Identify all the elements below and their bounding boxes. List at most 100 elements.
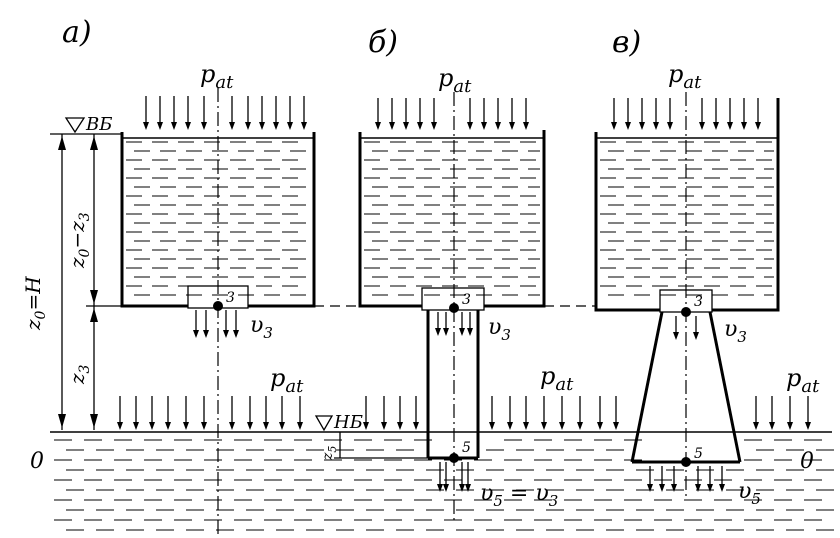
velocity-c-top: υ3	[724, 317, 747, 346]
pressure-arrow-head	[301, 122, 307, 130]
pressure-arrow-head	[297, 422, 303, 430]
outflow-arrow-head	[459, 484, 465, 492]
svg-text:ВБ: ВБ	[85, 114, 112, 135]
tank-c-pressure-arrows	[611, 98, 761, 130]
point-3-c	[681, 307, 691, 317]
outflow-arrow-head	[465, 484, 471, 492]
point-3-b	[449, 303, 459, 313]
point-3-a-label: 3	[226, 290, 235, 306]
pressure-arrow-head	[523, 122, 529, 130]
outflow-arrow-head	[659, 484, 665, 492]
pressure-arrow-head	[727, 122, 733, 130]
pressure-arrow-head	[381, 422, 387, 430]
point-5-c	[681, 457, 691, 467]
panel-c-label: в)	[612, 25, 641, 60]
outflow-arrows-b	[435, 312, 473, 492]
pressure-arrow-head	[597, 422, 603, 430]
point-3-a	[213, 301, 223, 311]
pressure-arrow-head	[143, 122, 149, 130]
point-5-b-label: 5	[462, 440, 471, 456]
diffuser-flow-arrow-head	[673, 332, 679, 340]
tank-a-water-hatching	[122, 137, 314, 296]
pressure-arrow-head	[577, 422, 583, 430]
pressure-arrow-head	[403, 122, 409, 130]
pressure-arrow-head	[133, 422, 139, 430]
pressure-arrow-head	[755, 122, 761, 130]
pressure-arrow-head	[363, 422, 369, 430]
pressure-arrow-head	[397, 422, 403, 430]
pressure-arrow-head	[667, 122, 673, 130]
pipe-flow-arrow-head	[459, 328, 465, 336]
dim-z0-minus-z3: z0−z3	[65, 212, 93, 269]
pressure-arrow-head	[201, 422, 207, 430]
patm-lower-a: pat	[270, 364, 304, 397]
outflow-arrows-a	[193, 310, 239, 338]
patm-lower-b: pat	[540, 362, 574, 395]
datum-zero-right: 0	[800, 449, 814, 474]
pressure-arrow-head	[259, 122, 265, 130]
pipe-flow-arrow-head	[467, 328, 473, 336]
svg-text:НБ: НБ	[333, 412, 363, 433]
outflow-arrows-c	[647, 316, 725, 492]
outflow-arrow-head	[437, 484, 443, 492]
pressure-arrow-head	[263, 422, 269, 430]
pressure-arrow-head	[495, 122, 501, 130]
pressure-arrow-head	[613, 422, 619, 430]
pressure-arrow-head	[183, 422, 189, 430]
pressure-arrow-head	[639, 122, 645, 130]
pressure-arrow-head	[229, 122, 235, 130]
outflow-arrow-head	[707, 484, 713, 492]
pressure-arrow-head	[201, 122, 207, 130]
outflow-arrow-head	[223, 330, 229, 338]
pressure-arrow-head	[523, 422, 529, 430]
outflow-arrow-head	[193, 330, 199, 338]
pressure-arrow-head	[805, 422, 811, 430]
pressure-arrow-head	[157, 122, 163, 130]
tank-a-pressure-arrows	[143, 96, 307, 130]
velocity-b-eq: υ5 = υ3	[480, 481, 558, 510]
outflow-arrow-head	[443, 484, 449, 492]
pressure-arrow-head	[287, 122, 293, 130]
pressure-arrow-head	[171, 122, 177, 130]
diffuser-flow-arrow-head	[693, 332, 699, 340]
point-3-b-label: 3	[462, 292, 471, 308]
pressure-arrow-head	[165, 422, 171, 430]
lower-pressure-arrows	[117, 396, 811, 430]
point-5-c-label: 5	[694, 446, 703, 462]
pressure-arrow-head	[509, 122, 515, 130]
pressure-arrow-head	[741, 122, 747, 130]
pressure-arrow-head	[389, 122, 395, 130]
pressure-arrow-head	[273, 122, 279, 130]
pressure-arrow-head	[375, 122, 381, 130]
datum-zero-left: 0	[30, 449, 44, 474]
pressure-arrow-head	[507, 422, 513, 430]
pressure-arrow-head	[417, 122, 423, 130]
patm-b-label: pat	[438, 64, 472, 97]
pressure-arrow-head	[481, 122, 487, 130]
tank-b-pressure-arrows	[375, 98, 529, 130]
pressure-arrow-head	[245, 122, 251, 130]
outflow-arrow-head	[671, 484, 677, 492]
dim-z0-H: z0=H	[21, 276, 49, 331]
pressure-arrow-head	[541, 422, 547, 430]
pressure-arrow-head	[117, 422, 123, 430]
pressure-arrow-head	[653, 122, 659, 130]
pressure-arrow-head	[611, 122, 617, 130]
outflow-arrow-head	[695, 484, 701, 492]
outflow-arrow-head	[203, 330, 209, 338]
pressure-arrow-head	[185, 122, 191, 130]
pressure-arrow-head	[467, 122, 473, 130]
tank-c	[594, 98, 780, 464]
tank-a	[120, 96, 316, 309]
lower-level-marker: НБ	[314, 412, 363, 433]
pressure-arrow-head	[625, 122, 631, 130]
pressure-arrow-head	[229, 422, 235, 430]
dimension-lines	[58, 134, 428, 459]
pressure-arrow-head	[431, 122, 437, 130]
dim-z3: z3	[65, 364, 93, 385]
patm-lower-c: pat	[786, 364, 820, 397]
velocity-b-top: υ3	[488, 315, 511, 344]
panel-b-label: б)	[368, 25, 398, 60]
panel-a-label: а)	[62, 15, 92, 50]
